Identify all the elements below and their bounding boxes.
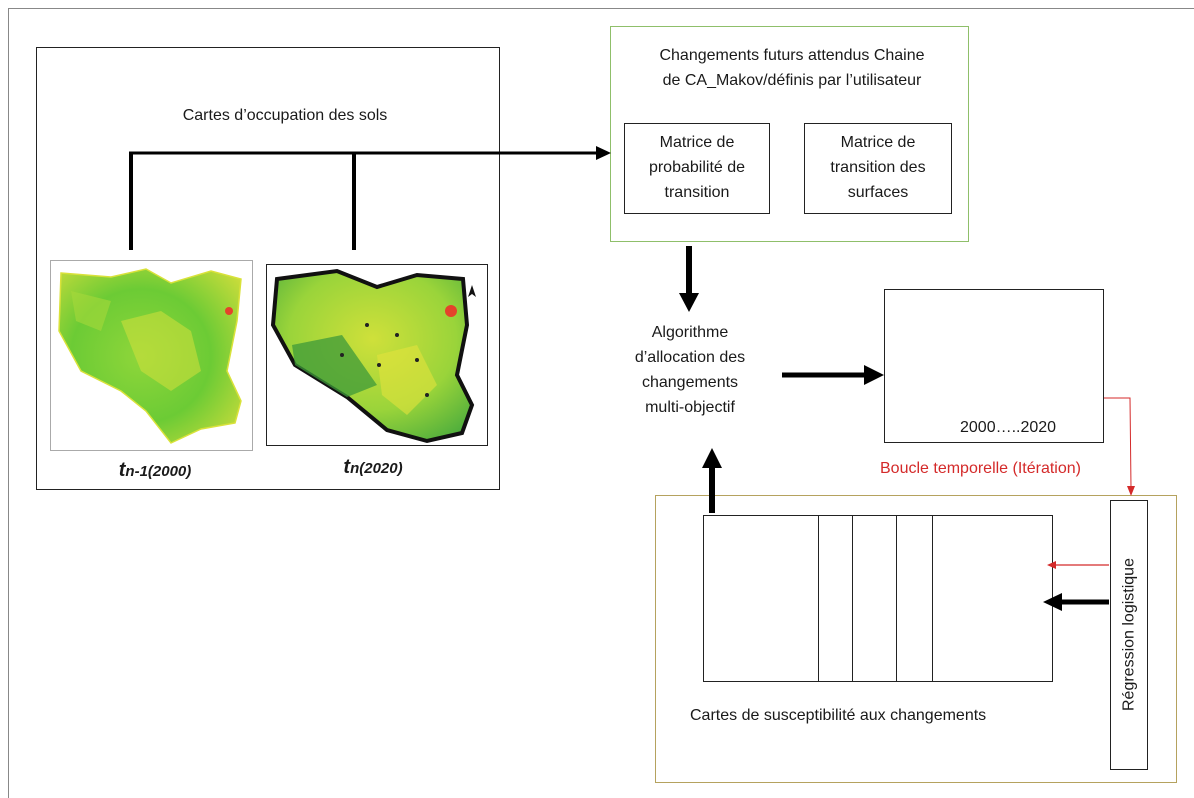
stack-divider-3 — [896, 515, 897, 682]
algorithm-line2: d’allocation des — [634, 349, 746, 366]
probability-matrix-line3: transition — [664, 184, 730, 201]
map-2020-label-t: t — [343, 456, 351, 478]
regression-red-arrow — [1047, 561, 1109, 569]
susceptibility-to-algorithm-arrow — [702, 448, 722, 513]
markov-chain-box — [610, 26, 969, 242]
map-2020-label: tn(2020) — [318, 455, 428, 481]
maps-to-markov-arrow — [129, 146, 611, 250]
surface-matrix-box — [804, 123, 952, 214]
algorithm-to-output-arrow — [782, 365, 884, 385]
simulation-period-label: 2000…..2020 — [960, 419, 1057, 436]
susceptibility-label: Cartes de susceptibilité aux changements — [690, 707, 987, 724]
algorithm-line3: changements — [641, 374, 739, 391]
map-2020-label-rest: n(2020) — [350, 460, 403, 477]
stack-divider-1 — [818, 515, 819, 682]
regression-black-arrow — [1043, 593, 1109, 611]
simulation-output-box — [884, 289, 1104, 443]
surface-matrix-line3: surfaces — [847, 184, 909, 201]
algorithm-line1: Algorithme — [651, 324, 729, 341]
map-2000-frame — [50, 260, 253, 451]
algorithm-line4: multi-objectif — [645, 399, 735, 416]
land-cover-title: Cartes d’occupation des sols — [182, 107, 388, 124]
stack-divider-2 — [852, 515, 853, 682]
surface-matrix-line2: transition des — [830, 159, 926, 176]
markov-to-algorithm-arrow — [679, 246, 699, 312]
map-2000-image — [58, 268, 242, 444]
frame-top-line — [8, 8, 1194, 9]
susceptibility-container — [655, 495, 1177, 783]
map-2020-image — [270, 268, 476, 444]
map-2020-frame — [266, 264, 488, 446]
probability-matrix-line1: Matrice de — [659, 134, 735, 151]
land-cover-panel — [36, 47, 500, 490]
temporal-loop-arrow — [1104, 397, 1135, 496]
probability-matrix-line2: probabilité de — [648, 159, 746, 176]
markov-title-line2: de CA_Makov/définis par l’utilisateur — [662, 72, 922, 89]
logistic-regression-box — [1110, 500, 1148, 770]
temporal-loop-label: Boucle temporelle (Itération) — [880, 460, 1081, 477]
map-2000-label: tn-1(2000) — [100, 458, 210, 484]
markov-title-line1: Changements futurs attendus Chaine — [659, 47, 925, 64]
surface-matrix-line1: Matrice de — [840, 134, 916, 151]
frame-left-line — [8, 8, 9, 798]
map-2000-label-t: t — [118, 459, 126, 481]
probability-matrix-box — [624, 123, 770, 214]
stack-divider-4 — [932, 515, 933, 682]
map-2000-label-rest: n-1(2000) — [125, 463, 192, 480]
